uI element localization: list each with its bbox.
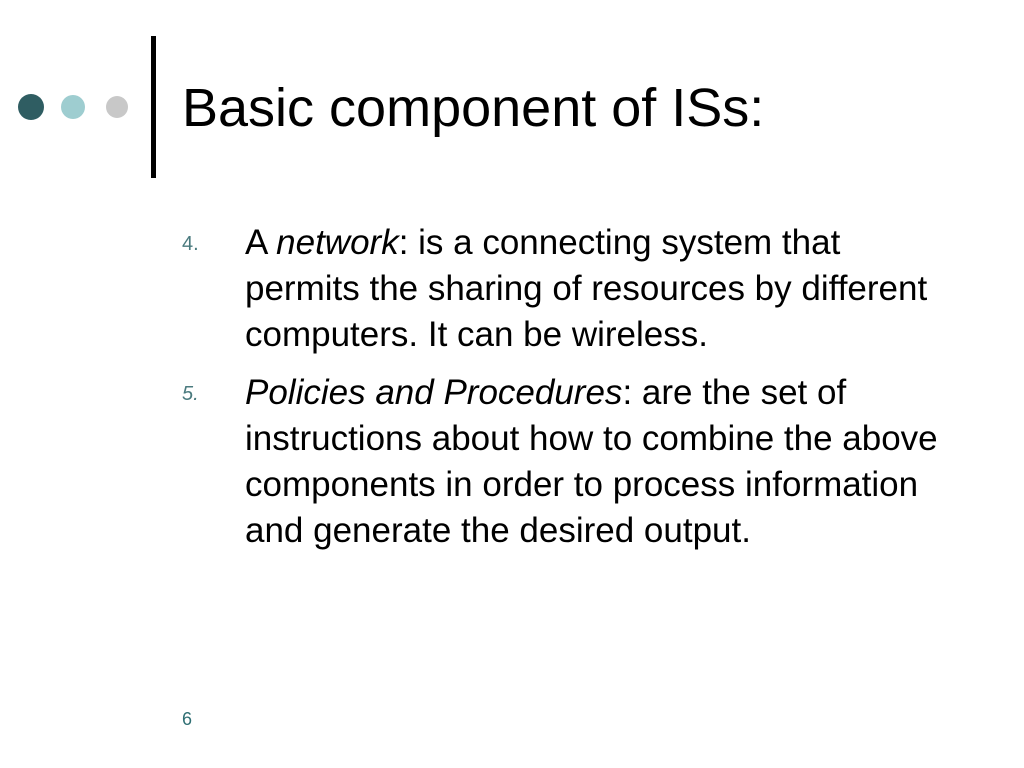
list-item-text: A network: is a connecting system that p… xyxy=(245,220,945,358)
dot-light-teal-icon xyxy=(61,95,85,119)
decorative-dots xyxy=(0,0,150,200)
list-item-prefix: A xyxy=(245,223,277,262)
dot-gray-icon xyxy=(106,96,128,118)
slide-title: Basic component of ISs: xyxy=(182,78,765,138)
title-divider xyxy=(151,36,156,178)
list-item-description: : is a connecting system that permits th… xyxy=(245,223,928,354)
list-item-network: 4. A network: is a connecting system tha… xyxy=(182,220,962,358)
list-item-number: 4. xyxy=(182,233,199,255)
slide-body: 4. A network: is a connecting system tha… xyxy=(182,220,962,566)
dot-dark-icon xyxy=(18,94,44,120)
list-item-number: 5. xyxy=(182,383,199,405)
list-item-description: : are the set of instructions about how … xyxy=(245,373,938,550)
list-item-text: Policies and Procedures: are the set of … xyxy=(245,370,945,554)
page-number: 6 xyxy=(182,709,193,729)
list-item-term: Policies and Procedures xyxy=(245,373,623,412)
list-item-policies: 5. Policies and Procedures: are the set … xyxy=(182,370,962,554)
list-item-term: network xyxy=(276,223,399,262)
